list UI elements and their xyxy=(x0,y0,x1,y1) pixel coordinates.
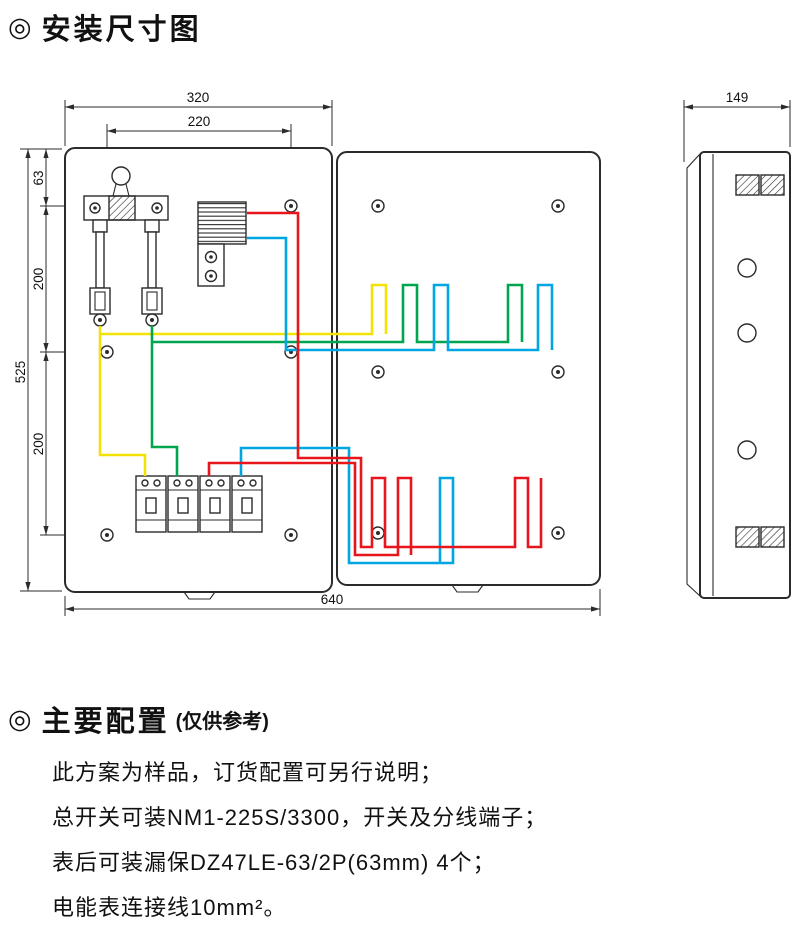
mounting-hole xyxy=(100,528,114,542)
dimension-320: 320 xyxy=(64,90,333,146)
circuit-breakers xyxy=(135,475,263,533)
wire-red-lower-loop-2 xyxy=(207,461,413,557)
mounting-hole xyxy=(284,528,298,542)
left-cabinet xyxy=(64,147,333,600)
breaker-toggle xyxy=(209,497,221,514)
mounting-hole xyxy=(371,365,385,379)
mounting-hole xyxy=(551,365,565,379)
dimension-label: 149 xyxy=(726,90,749,105)
mounting-hole xyxy=(284,199,298,213)
circuit-breaker xyxy=(167,475,199,533)
mounting-bracket xyxy=(735,174,760,196)
breaker-toggle xyxy=(145,497,157,514)
latch-tab xyxy=(183,591,216,600)
switch-pole xyxy=(141,219,163,327)
wire-yellow-meter-loop xyxy=(100,283,388,336)
circuit-breaker xyxy=(199,475,231,533)
latch-tab xyxy=(451,584,484,593)
mounting-bracket xyxy=(760,526,785,548)
mounting-hole xyxy=(551,199,565,213)
mounting-bracket xyxy=(760,174,785,196)
dimension-label: 63 xyxy=(31,170,46,185)
open-door-edge xyxy=(686,153,701,597)
page-title: 安装尺寸图 xyxy=(41,14,202,46)
dimension-label: 525 xyxy=(13,361,28,384)
circuit-breaker xyxy=(231,475,263,533)
mounting-holes xyxy=(100,199,565,542)
mounting-bracket xyxy=(735,526,760,548)
cable-knockout xyxy=(737,440,757,460)
config-title: 主要配置 xyxy=(41,706,170,738)
wiring xyxy=(98,211,554,565)
dimension-label: 220 xyxy=(188,114,211,129)
config-title-note: (仅供参考) xyxy=(175,710,269,733)
cable-knockout xyxy=(737,323,757,343)
dimension-label: 200 xyxy=(31,268,46,291)
dimension-149: 149 xyxy=(683,90,791,162)
side-view xyxy=(686,151,791,599)
mounting-hole xyxy=(371,526,385,540)
dimension-640: 640 xyxy=(64,589,601,616)
dimension-63: 63 xyxy=(20,148,99,207)
dimension-label: 640 xyxy=(321,592,344,607)
dimension-200-lower: 200 xyxy=(31,352,99,536)
config-line: 电能表连接线10mm²。 xyxy=(52,895,287,920)
wire-green-meter-loops xyxy=(152,283,524,344)
terminal-block xyxy=(197,201,247,287)
bullseye-icon: ◎ xyxy=(8,703,32,734)
wire-red-lower-loops xyxy=(247,211,543,549)
switch-pole xyxy=(89,219,111,327)
config-line: 总开关可装NM1-225S/3300，开关及分线端子； xyxy=(52,805,548,830)
dimension-label: 320 xyxy=(187,90,210,105)
switch-handle-knob xyxy=(111,166,131,186)
mounting-hole xyxy=(551,526,565,540)
dimension-label: 200 xyxy=(31,433,46,456)
config-text: 此方案为样品，订货配置可另行说明； 总开关可装NM1-225S/3300，开关及… xyxy=(52,750,547,930)
wire-blue-lower-loop xyxy=(239,446,455,565)
knife-switch xyxy=(83,166,169,327)
config-line: 表后可装漏保DZ47LE-63/2P(63mm) 4个； xyxy=(52,850,496,875)
circuit-breaker xyxy=(135,475,167,533)
section-title-config: ◎ 主要配置 (仅供参考) xyxy=(8,698,269,740)
wire-green-breaker-feed xyxy=(150,326,179,476)
wire-blue-meter-loops xyxy=(247,236,554,352)
cable-knockout xyxy=(737,258,757,278)
config-line: 此方案为样品，订货配置可另行说明； xyxy=(52,760,444,785)
mounting-hole xyxy=(100,345,114,359)
wire-yellow-breaker-feed xyxy=(98,326,147,476)
section-title-install: ◎ 安装尺寸图 xyxy=(8,6,202,48)
mounting-hole xyxy=(371,199,385,213)
bullseye-icon: ◎ xyxy=(8,11,32,42)
dimension-525: 525 xyxy=(13,149,62,592)
breaker-toggle xyxy=(177,497,189,514)
breaker-toggle xyxy=(241,497,253,514)
